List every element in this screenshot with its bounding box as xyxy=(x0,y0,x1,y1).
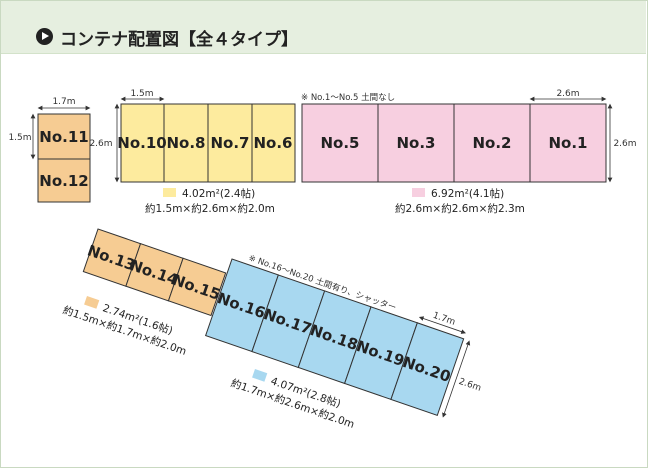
container-no10 xyxy=(120,103,165,183)
legend-swatch-pink xyxy=(412,188,425,197)
container-no11 xyxy=(37,113,91,160)
container-no6 xyxy=(251,103,296,183)
container-label-no7: No.7 xyxy=(211,134,250,152)
container-group-orange-top: No.11 No.12 xyxy=(37,113,91,203)
legend-swatch-blue xyxy=(252,369,268,382)
container-label-no11: No.11 xyxy=(39,128,88,146)
legend-swatch-orange xyxy=(84,296,100,309)
container-group-blue: No.16 No.17 No.18 No.19 No.20 1.7m 2.6m xyxy=(204,258,482,418)
dim-label: 1.5m xyxy=(130,89,153,99)
container-no15 xyxy=(167,257,227,317)
container-group-orange-tilted: No.13 No.14 No.15 xyxy=(82,228,227,317)
page-title: コンテナ配置図【全４タイプ】 xyxy=(60,30,298,50)
note-top: ※ No.1～No.5 土間なし xyxy=(301,92,395,103)
dim-label: 2.6m xyxy=(457,377,482,394)
dim-label: 2.6m xyxy=(613,139,636,149)
container-no12 xyxy=(37,158,91,203)
container-label-no6: No.6 xyxy=(254,134,293,152)
container-no7 xyxy=(207,103,253,183)
container-group-yellow: No.10 No.8 No.7 No.6 xyxy=(117,103,296,183)
dim-label: 1.5m xyxy=(8,133,31,143)
container-label-no12: No.12 xyxy=(39,172,88,190)
dim-label: 1.7m xyxy=(52,97,75,107)
container-label-no10: No.10 xyxy=(117,134,166,152)
container-label-no3: No.3 xyxy=(397,134,436,152)
legend-area-pink: 6.92m²(4.1帖) xyxy=(431,187,504,200)
legend-size-pink: 約2.6m×約2.6m×約2.3m xyxy=(395,202,525,215)
play-circle-icon xyxy=(36,28,53,45)
dim-label: 2.6m xyxy=(556,89,579,99)
title-bar xyxy=(1,1,646,54)
container-no8 xyxy=(163,103,209,183)
container-no1 xyxy=(529,103,607,183)
container-label-no1: No.1 xyxy=(549,134,588,152)
container-group-pink: No.5 No.3 No.2 No.1 xyxy=(301,103,607,183)
container-label-no2: No.2 xyxy=(473,134,512,152)
legend-size-yellow: 約1.5m×約2.6m×約2.0m xyxy=(145,202,275,215)
dim-label: 2.6m xyxy=(89,139,112,149)
legend-area-yellow: 4.02m²(2.4帖) xyxy=(182,187,255,200)
container-label-no8: No.8 xyxy=(167,134,206,152)
container-no3 xyxy=(377,103,455,183)
container-no2 xyxy=(453,103,531,183)
legend-swatch-yellow xyxy=(163,188,176,197)
container-label-no5: No.5 xyxy=(321,134,360,152)
dim-arrow-height xyxy=(442,340,471,418)
dim-arrow-width xyxy=(418,316,466,334)
